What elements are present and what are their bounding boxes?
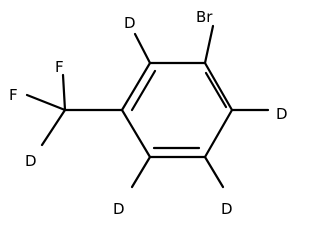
ring-bond-c2-c3 xyxy=(203,61,234,112)
bond-c2-bromine xyxy=(203,24,215,65)
double-bond-inner-c6-c1 xyxy=(130,69,157,112)
bond-methyl-fluorine-left xyxy=(25,93,67,112)
atom-label-deuterium-top: D xyxy=(124,14,136,32)
bond-methyl-fluorine-top xyxy=(61,73,67,112)
atom-label-deuterium-bottom-left: D xyxy=(113,200,125,218)
bond-c5-deuterium-bottom-left xyxy=(130,155,152,189)
atom-label-deuterium-bottom-right: D xyxy=(221,200,233,218)
ring-bond-c3-c4 xyxy=(203,108,234,159)
atom-label-deuterium-methyl: D xyxy=(25,152,37,170)
ring-bond-c5-c6 xyxy=(120,108,152,159)
bond-c4-deuterium-bottom-right xyxy=(203,155,225,189)
atom-label-fluorine-top: F xyxy=(55,58,64,76)
bond-methyl-deuterium xyxy=(40,108,67,147)
double-bond-inner-c2-c3 xyxy=(204,71,228,109)
atom-label-bromine: Br xyxy=(196,8,213,26)
bond-c1-deuterium-top xyxy=(133,32,152,65)
atom-label-deuterium-right: D xyxy=(276,105,288,123)
molecule-structure-diagram: Br D D D D F F D xyxy=(9,8,288,218)
ring-bond-c6-c1 xyxy=(120,61,152,112)
atom-label-fluorine-left: F xyxy=(9,86,18,104)
